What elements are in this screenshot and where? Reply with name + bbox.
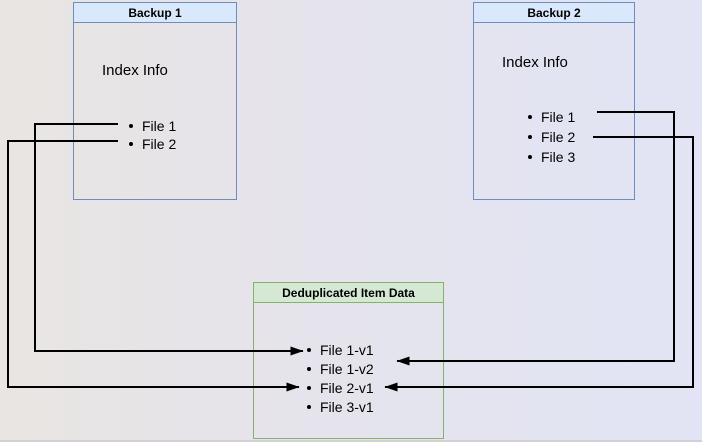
bullet-icon (528, 155, 532, 159)
bullet-icon (129, 124, 133, 128)
backup1-title: Backup 1 (74, 3, 236, 23)
backup1-box: Backup 1 Index Info File 1 File 2 (73, 2, 237, 200)
backup2-title: Backup 2 (474, 3, 634, 23)
list-item: File 2 (129, 135, 176, 153)
list-item: File 1 (129, 117, 176, 135)
bullet-icon (307, 385, 311, 390)
backup2-file-2: File 2 (541, 129, 576, 145)
bullet-icon (307, 347, 311, 352)
list-item: File 1 (528, 107, 575, 127)
dedup-item-2: File 1-v2 (320, 360, 374, 377)
backup2-heading: Index Info (502, 54, 568, 71)
list-item: File 3-v1 (307, 397, 374, 416)
bullet-icon (307, 366, 311, 371)
list-item: File 1-v2 (307, 359, 374, 378)
backup1-file-list: File 1 File 2 (129, 117, 176, 153)
dedup-item-4: File 3-v1 (320, 398, 374, 415)
dedup-item-list: File 1-v1 File 1-v2 File 2-v1 File 3-v1 (307, 340, 374, 416)
bullet-icon (528, 115, 532, 119)
list-item: File 1-v1 (307, 340, 374, 359)
list-item: File 2 (528, 127, 575, 147)
dedup-item-1: File 1-v1 (320, 341, 374, 358)
bullet-icon (528, 135, 532, 139)
backup2-file-3: File 3 (541, 149, 576, 165)
backup2-file-list: File 1 File 2 File 3 (528, 107, 575, 167)
backup2-file-1: File 1 (541, 109, 576, 125)
deduplicated-item-data-box: Deduplicated Item Data File 1-v1 File 1-… (253, 282, 444, 439)
backup1-file-1: File 1 (142, 118, 177, 134)
backup1-file-2: File 2 (142, 136, 177, 152)
bullet-icon (307, 404, 311, 409)
list-item: File 2-v1 (307, 378, 374, 397)
bullet-icon (129, 142, 133, 146)
list-item: File 3 (528, 147, 575, 167)
dedup-title: Deduplicated Item Data (254, 283, 443, 303)
backup2-box: Backup 2 Index Info File 1 File 2 File 3 (473, 2, 635, 200)
dedup-item-3: File 2-v1 (320, 379, 374, 396)
backup1-heading: Index Info (102, 62, 168, 79)
